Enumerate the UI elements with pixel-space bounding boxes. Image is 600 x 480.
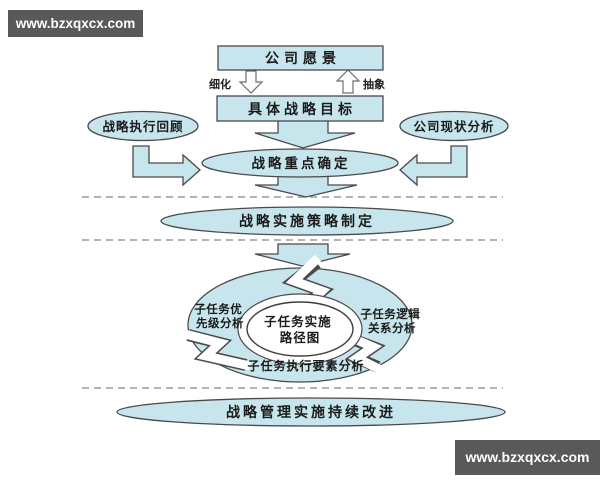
cycle-crack-left-gap	[183, 329, 251, 371]
focus-ellipse-label: 战略重点确定	[252, 155, 351, 171]
vision-box	[217, 45, 384, 71]
cycle-center-label-line1: 子任务实施	[264, 314, 332, 329]
goal-box	[216, 95, 384, 122]
cycle-left-label-line2: 先级分析	[196, 316, 244, 330]
bent-arrow-right	[399, 145, 468, 187]
cycle-center-ellipse	[246, 301, 354, 357]
subtask-cycle	[183, 254, 413, 383]
improve-ellipse-label: 战略管理实施持续改进	[226, 404, 396, 421]
status-ellipse-label: 公司现状分析	[413, 119, 494, 134]
improve-ellipse	[116, 397, 506, 427]
watermark-bottom: www.bzxqxcx.com	[455, 440, 600, 475]
cycle-crack-right-gap	[348, 332, 384, 375]
cycle-right-label-line2: 关系分析	[368, 321, 416, 335]
strategy-ellipse-label: 战略实施策略制定	[239, 213, 375, 230]
review-ellipse-label: 战略执行回顾	[102, 119, 183, 134]
abstract-arrow-label: 抽象	[363, 77, 385, 91]
down-arrow-strategy-to-cycle	[254, 243, 351, 267]
strategy-ellipse	[160, 206, 454, 236]
refine-down-arrow-icon	[238, 70, 264, 94]
review-ellipse	[87, 110, 199, 142]
watermark-top: www.bzxqxcx.com	[8, 10, 143, 37]
status-ellipse	[399, 110, 509, 142]
cycle-right-label: 子任务逻辑 关系分析	[360, 307, 423, 335]
down-arrow-focus-to-strategy	[254, 174, 358, 198]
goal-box-label: 具体战略目标	[247, 101, 356, 118]
vision-box-label: 公司愿景	[265, 51, 341, 67]
cycle-right-label-line1: 子任务逻辑	[360, 307, 420, 321]
cycle-bottom-label: 子任务执行要素分析	[247, 358, 364, 373]
bent-arrow-left	[132, 145, 201, 187]
down-arrow-goal-to-focus	[254, 119, 356, 149]
abstract-up-arrow-icon	[335, 69, 361, 94]
cycle-left-label-line1: 子任务优	[194, 302, 242, 316]
focus-ellipse	[201, 148, 399, 178]
cycle-left-label: 子任务优 先级分析	[194, 302, 245, 330]
cycle-center-label: 子任务实施 路径图	[264, 314, 336, 345]
cycle-center-label-line2: 路径图	[280, 330, 321, 345]
refine-arrow-label: 细化	[209, 77, 231, 91]
